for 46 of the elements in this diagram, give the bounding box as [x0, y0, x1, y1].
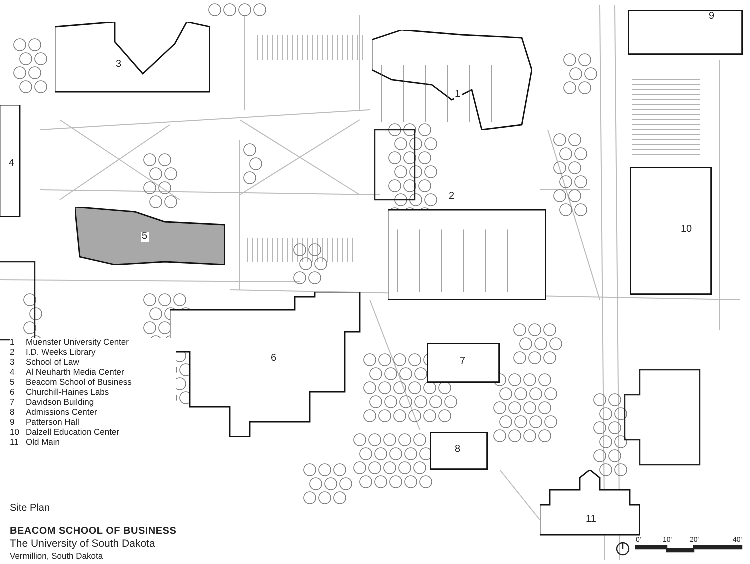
building-outline: [628, 10, 743, 55]
building-number: 10: [680, 225, 694, 235]
legend-building-name: Admissions Center: [26, 408, 98, 417]
building-number: 4: [8, 159, 16, 169]
building-number: 9: [708, 12, 716, 22]
building-outline: [630, 167, 712, 295]
legend-building-name: School of Law: [26, 358, 80, 367]
building-number: 7: [459, 357, 467, 367]
building-number: 2: [448, 192, 456, 202]
legend-number: 1: [10, 338, 16, 347]
legend-building-name: Al Neuharth Media Center: [26, 368, 126, 377]
legend-building-name: Davidson Building: [26, 398, 96, 407]
university-name: The University of South Dakota: [10, 538, 156, 550]
legend-number: 8: [10, 408, 16, 417]
legend-building-name: Muenster University Center: [26, 338, 130, 347]
legend-building-name: Beacom School of Business: [26, 378, 133, 387]
plan-title: BEACOM SCHOOL OF BUSINESS: [10, 526, 177, 538]
legend-number: 9: [10, 418, 16, 427]
building-number: 11: [585, 515, 598, 525]
building-outline: [427, 343, 500, 383]
building-number: 8: [454, 445, 462, 455]
legend-number: 3: [10, 358, 16, 367]
building-number: 6: [270, 354, 278, 364]
building-outline: [0, 105, 22, 217]
building-outline: [170, 292, 362, 437]
plan-subtitle: Site Plan: [10, 503, 50, 515]
legend-number: 2: [10, 348, 16, 357]
legend-number: 5: [10, 378, 16, 387]
legend-building-name: Dalzell Education Center: [26, 428, 121, 437]
building-outline: [75, 207, 225, 265]
building-number: 5: [141, 232, 149, 242]
legend-number: 11: [10, 438, 20, 447]
legend-building-name: Churchill-Haines Labs: [26, 388, 110, 397]
building-outline: [388, 192, 546, 300]
building-outline: [430, 432, 488, 470]
legend-building-name: Old Main: [26, 438, 62, 447]
location-text: Vermillion, South Dakota: [10, 551, 104, 561]
legend-number: 10: [10, 428, 20, 437]
building-outline: [372, 30, 532, 130]
building-number: 3: [115, 60, 123, 70]
legend-building-name: I.D. Weeks Library: [26, 348, 97, 357]
building-number: 1: [454, 90, 462, 100]
legend-number: 7: [10, 398, 16, 407]
legend-building-name: Patterson Hall: [26, 418, 80, 427]
legend-number: 6: [10, 388, 16, 397]
legend-number: 4: [10, 368, 16, 377]
